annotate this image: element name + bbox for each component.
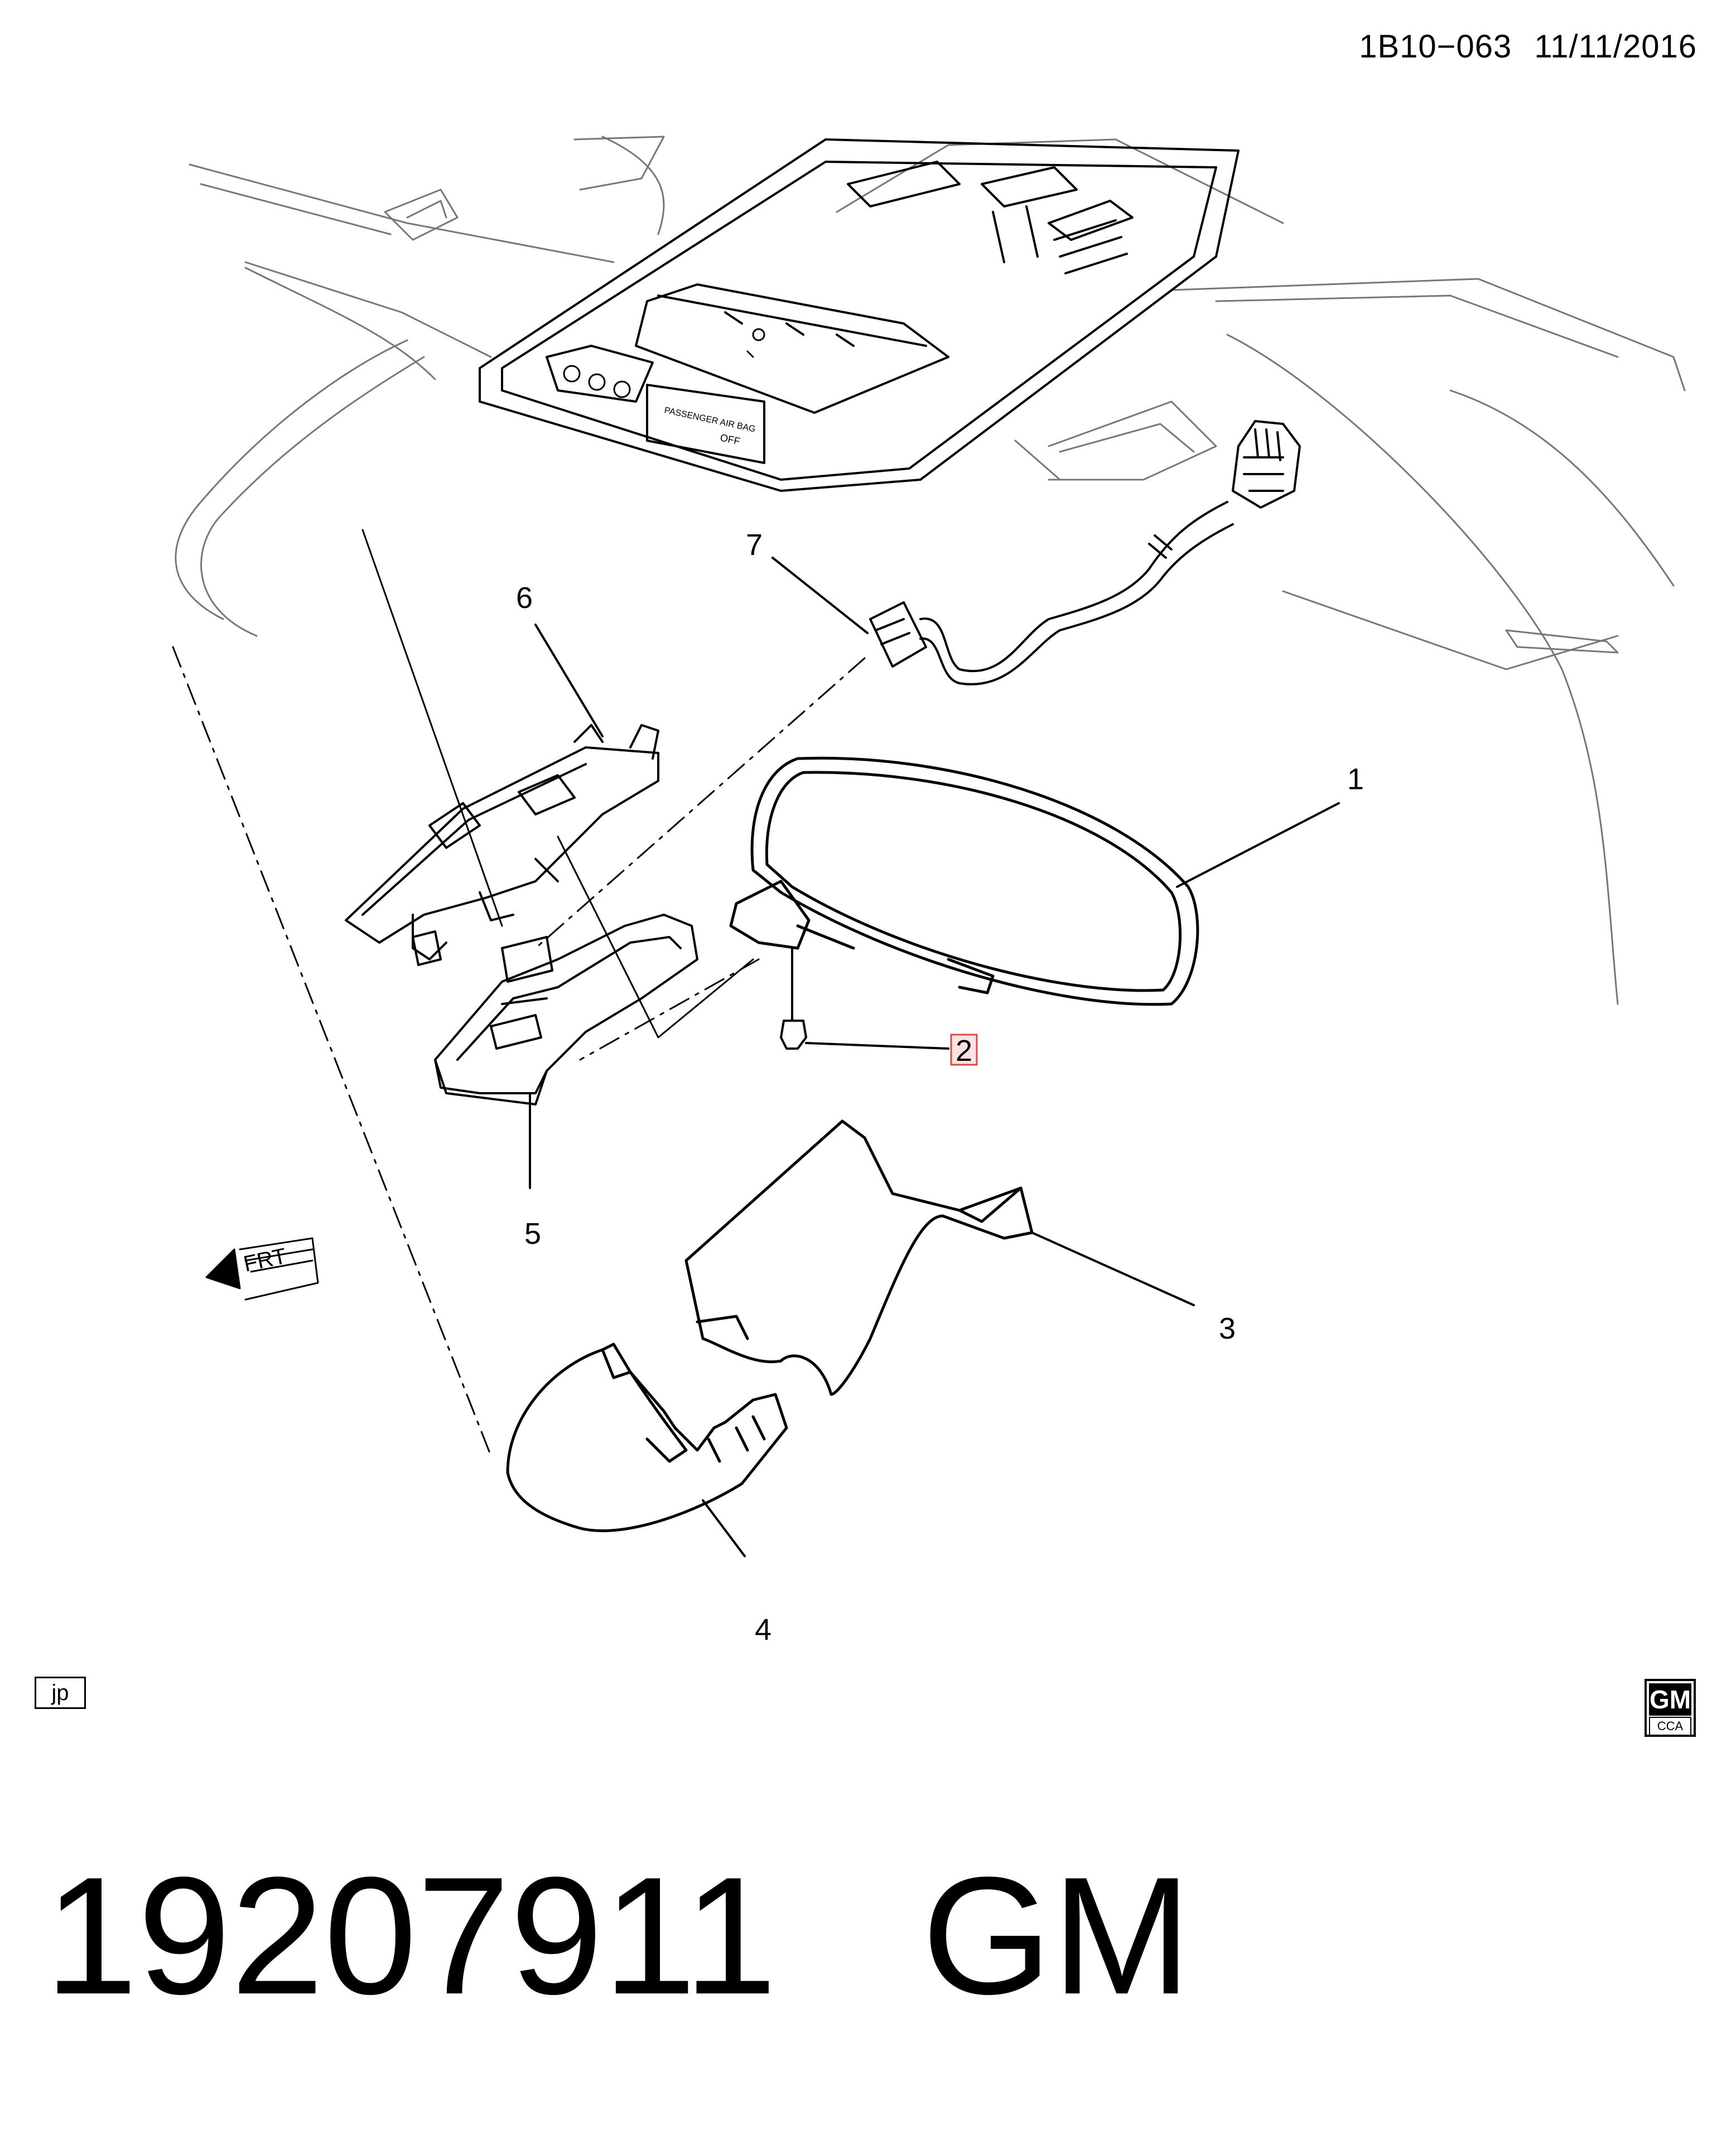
screw-fastener: [780, 947, 807, 1050]
callout-3: 3: [1219, 1312, 1236, 1345]
part-number: 19207911: [45, 1842, 777, 2029]
diagram-ref-code: 1B10−063: [1359, 28, 1512, 65]
assembly-guide-lines: [361, 529, 754, 1039]
callout-4: 4: [755, 1613, 771, 1647]
wiring-harness: [869, 420, 1301, 685]
callout-2: 2: [956, 1034, 972, 1068]
gm-logo-top: GM: [1649, 1683, 1691, 1716]
callout-7: 7: [746, 528, 763, 562]
callout-6: 6: [516, 581, 533, 615]
console-buttons: [563, 328, 765, 398]
brand-name: GM: [922, 1842, 1192, 2029]
overhead-console: [479, 138, 1240, 492]
off-label: OFF: [719, 432, 741, 447]
upper-cover: [684, 1119, 1034, 1396]
leader-lines: [529, 557, 1340, 1557]
callout-1: 1: [1347, 762, 1364, 796]
airbag-label: PASSENGER AIR BAG: [663, 405, 756, 434]
gm-logo-bottom: CCA: [1649, 1717, 1691, 1736]
callout-2-highlight: [950, 1034, 978, 1066]
mount-base: [434, 914, 698, 1105]
jp-tag: jp: [35, 1677, 86, 1709]
part-number-caption: 19207911 GM: [45, 1841, 1192, 2030]
assembly-centerlines: [172, 646, 866, 1457]
diagram-reference: 1B10−063 11/11/2016: [1359, 28, 1697, 65]
lower-cover: [506, 1343, 788, 1532]
headliner-outline: [175, 136, 1686, 1005]
console-labels: PASSENGER AIR BAG OFF FRT: [242, 405, 756, 1277]
small-clip: [412, 930, 442, 966]
rearview-mirror: [729, 756, 1199, 1006]
callout-5: 5: [524, 1217, 541, 1250]
front-direction-arrow: [205, 1237, 319, 1301]
diagram-date: 11/11/2016: [1534, 28, 1697, 65]
callouts: 1 2 3 4 5 6 7: [516, 528, 1364, 1647]
gm-logo: GM CCA: [1645, 1679, 1696, 1737]
mount-bracket: [345, 724, 659, 960]
